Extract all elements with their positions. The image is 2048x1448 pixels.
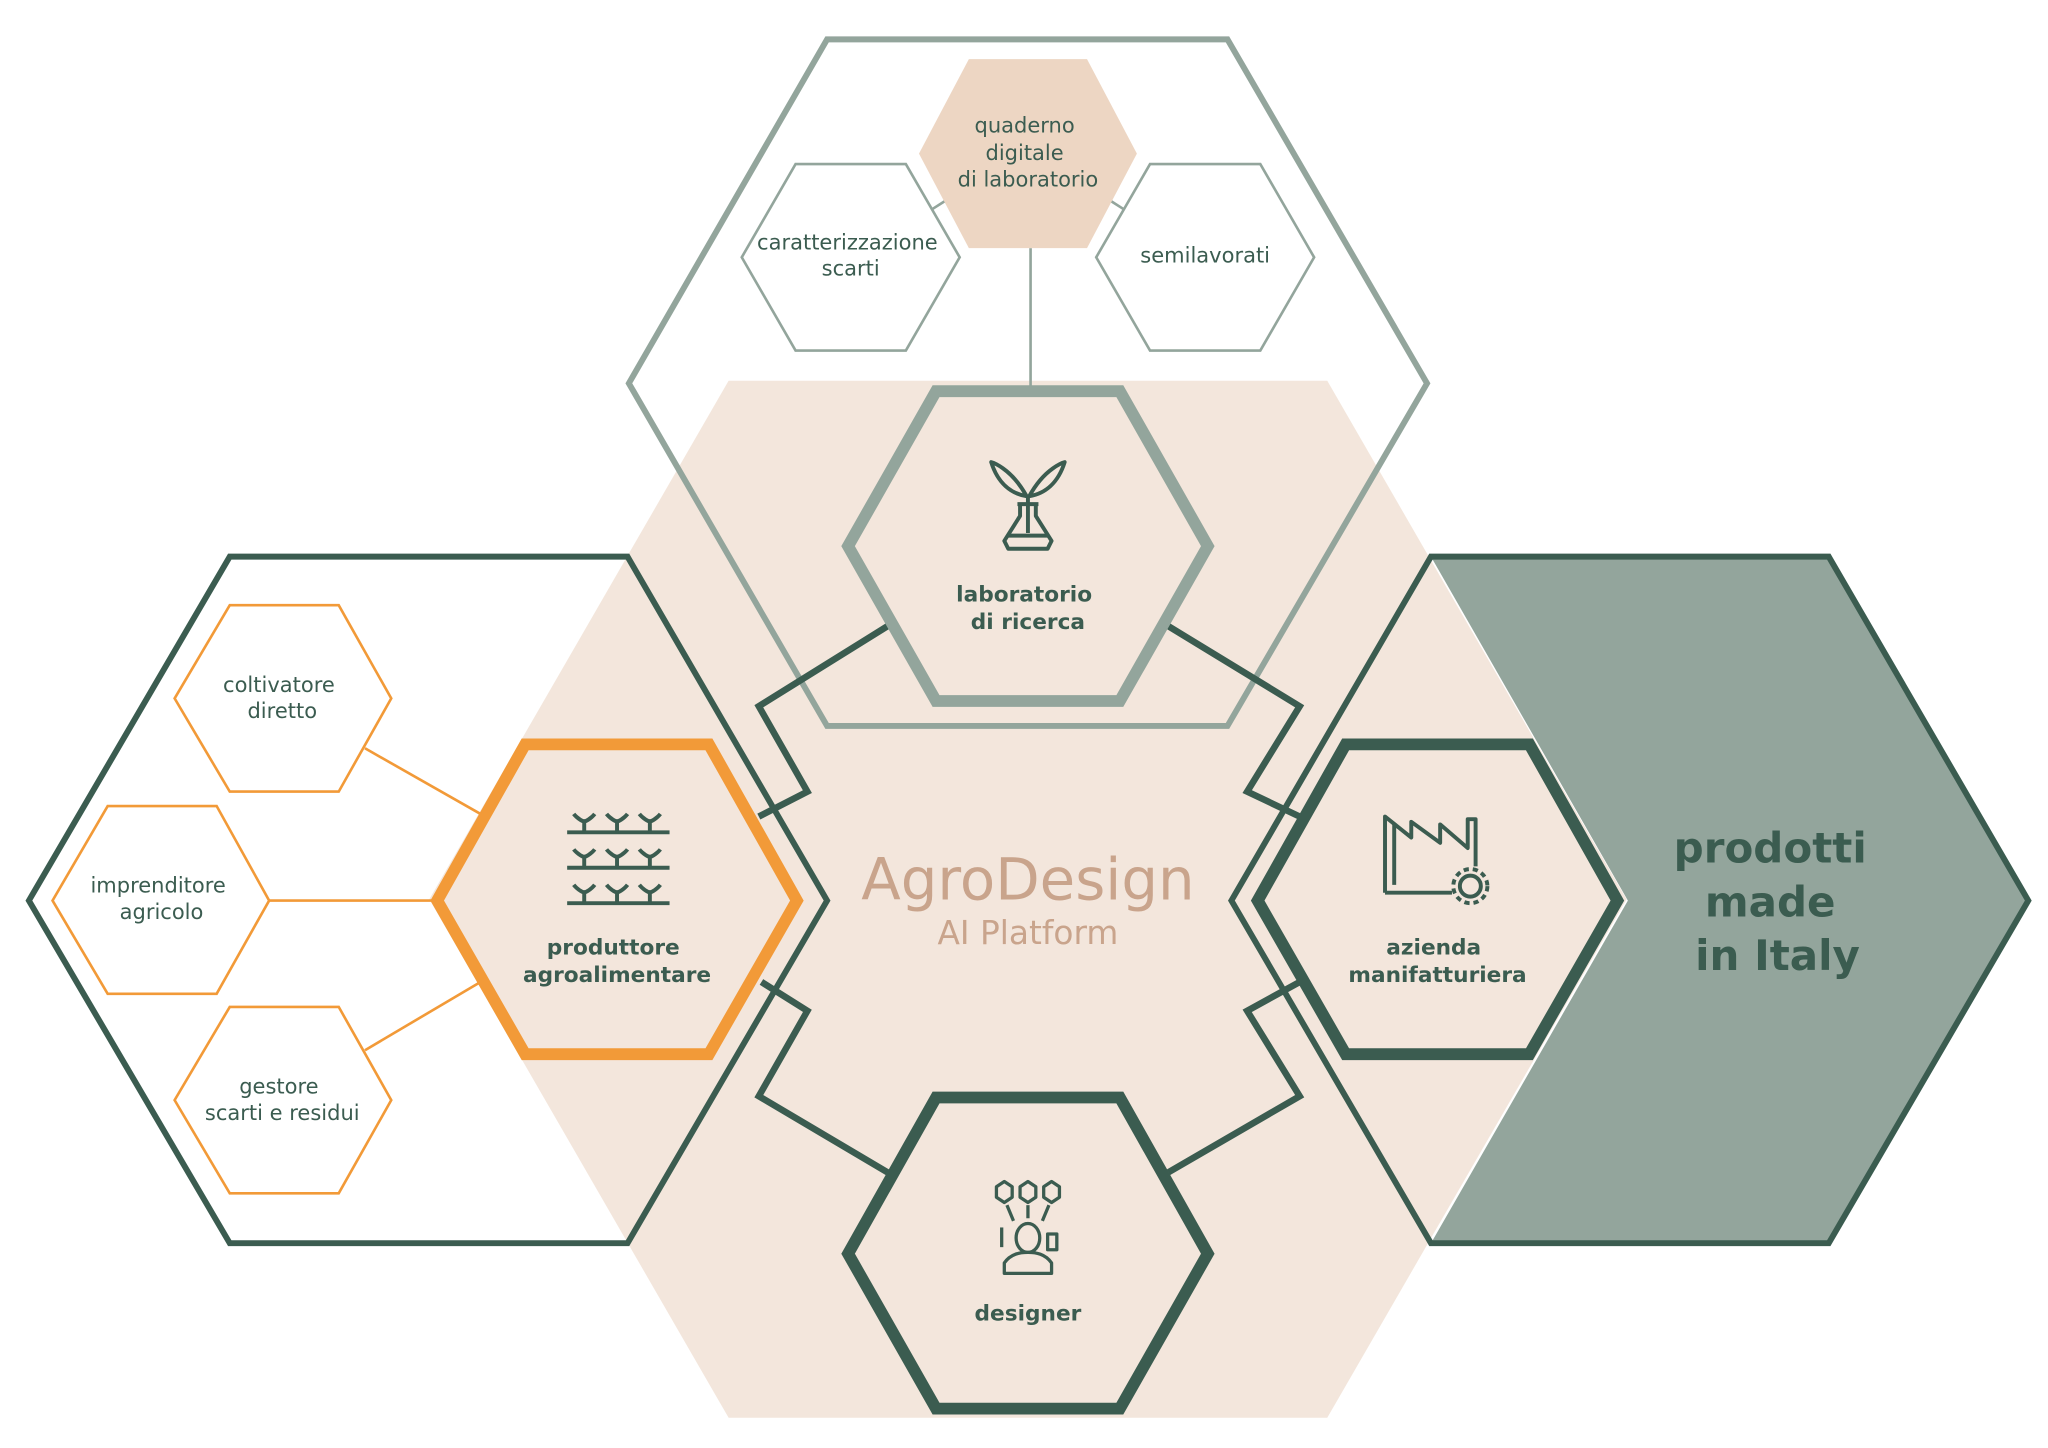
designer-person-icon bbox=[994, 1179, 1062, 1276]
plant-flask-icon bbox=[989, 460, 1067, 551]
quaderno-label-line1: quaderno bbox=[975, 114, 1075, 138]
producer-group-outline bbox=[25, 553, 831, 1247]
platform-subtitle: AI Platform bbox=[938, 914, 1119, 952]
imprenditore-label: imprenditore agricolo bbox=[90, 874, 232, 924]
platform-connectors bbox=[754, 623, 1305, 1176]
output-label-line3: in Italy bbox=[1695, 931, 1860, 980]
quaderno-label-line3: di laboratorio bbox=[958, 167, 1099, 191]
caratterizzazione-label-line2: scarti bbox=[822, 257, 880, 281]
azienda-hexagon[interactable] bbox=[1250, 738, 1625, 1061]
coltivatore-label-line2: diretto bbox=[247, 699, 317, 723]
lab-label-line2: di ricerca bbox=[971, 610, 1085, 635]
caratterizzazione-label-line1: caratterizzazione bbox=[757, 230, 938, 254]
output-hexagon-fill bbox=[1430, 556, 2029, 1244]
produttore-label-line2: agroalimentare bbox=[523, 963, 711, 988]
caratterizzazione-hexagon bbox=[740, 162, 962, 352]
coltivatore-label-line1: coltivatore bbox=[223, 673, 335, 697]
gestore-label-line2: scarti e residui bbox=[205, 1101, 360, 1125]
imprenditore-label-line2: agricolo bbox=[120, 900, 204, 924]
lab-label: laboratorio di ricerca bbox=[956, 582, 1099, 635]
gestore-hexagon bbox=[173, 1005, 393, 1195]
crops-rows-icon bbox=[567, 812, 670, 906]
connector-lab-produttore bbox=[754, 623, 890, 820]
connector-azienda-designer bbox=[1166, 979, 1305, 1176]
coltivatore-hexagon bbox=[173, 603, 393, 793]
imprenditore-label-line1: imprenditore bbox=[90, 874, 225, 898]
connector-produttore-designer bbox=[754, 979, 890, 1176]
imprenditore-hexagon bbox=[51, 804, 271, 996]
azienda-label-line1: azienda bbox=[1386, 935, 1481, 960]
gestore-label-line1: gestore bbox=[239, 1075, 318, 1099]
coltivatore-connector bbox=[364, 747, 482, 816]
quaderno-label: quaderno digitale di laboratorio bbox=[958, 114, 1099, 192]
azienda-label-line2: manifatturiera bbox=[1348, 963, 1526, 988]
quaderno-label-line2: digitale bbox=[986, 141, 1064, 165]
quaderno-connector-left bbox=[930, 199, 946, 212]
azienda-label: azienda manifatturiera bbox=[1348, 935, 1526, 988]
lab-group-outline bbox=[625, 36, 1431, 729]
quaderno-connector-right bbox=[1109, 199, 1126, 212]
designer-label: designer bbox=[975, 1302, 1082, 1327]
connector-lab-azienda bbox=[1166, 623, 1305, 820]
coltivatore-label: coltivatore diretto bbox=[223, 673, 341, 723]
platform-hexagon bbox=[429, 380, 1627, 1418]
produttore-label-line1: produttore bbox=[547, 935, 680, 960]
factory-gear-icon bbox=[1383, 814, 1490, 906]
lab-label-line1: laboratorio bbox=[956, 582, 1092, 607]
produttore-label: produttore agroalimentare bbox=[523, 935, 711, 988]
gestore-label: gestore scarti e residui bbox=[205, 1075, 360, 1125]
gestore-connector bbox=[364, 980, 482, 1052]
output-label: prodotti made in Italy bbox=[1674, 823, 1882, 980]
lab-hexagon[interactable] bbox=[841, 385, 1215, 707]
output-label-line1: prodotti bbox=[1674, 823, 1867, 872]
semilavorati-label: semilavorati bbox=[1140, 244, 1270, 268]
semilavorati-hexagon bbox=[1094, 162, 1316, 352]
quaderno-hexagon bbox=[918, 59, 1137, 249]
platform-title: AgroDesign bbox=[861, 845, 1194, 913]
output-label-line2: made bbox=[1705, 877, 1836, 926]
output-hexagon-outline bbox=[1228, 553, 2032, 1247]
caratterizzazione-label: caratterizzazione scarti bbox=[757, 230, 944, 280]
